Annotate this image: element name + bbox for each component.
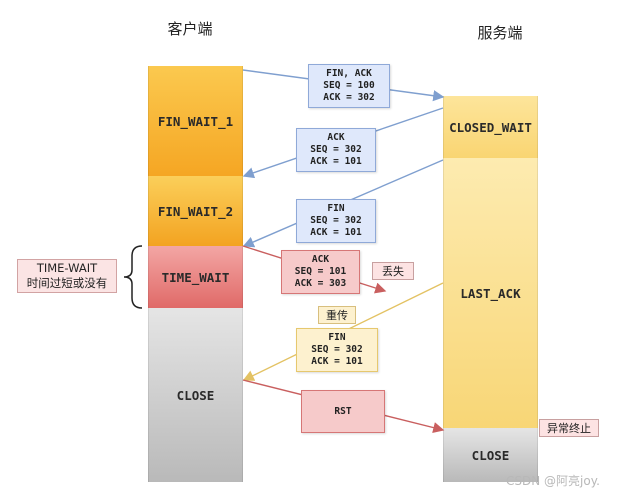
message-ack-1: ACK SEQ = 302 ACK = 101 — [296, 128, 376, 172]
server-state-last-ack-label: LAST_ACK — [460, 285, 521, 301]
message-fin-ack-line1: FIN, ACK — [326, 68, 372, 79]
message-ack-lost-line1: ACK — [311, 254, 330, 265]
time-wait-note: TIME-WAIT 时间过短或没有 — [17, 259, 117, 293]
client-state-time-wait-label: TIME_WAIT — [161, 269, 230, 285]
message-fin-1-line3: ACK = 101 — [310, 227, 362, 238]
message-fin-1-line2: SEQ = 302 — [310, 215, 362, 226]
message-ack-1-line3: ACK = 101 — [310, 156, 362, 167]
message-fin-retransmit-line1: FIN — [328, 332, 346, 343]
message-ack-1-line1: ACK — [327, 132, 345, 143]
message-fin-ack-line2: SEQ = 100 — [323, 80, 375, 91]
message-fin-retransmit-line3: ACK = 101 — [311, 356, 363, 367]
client-state-fin-wait-2-label: FIN_WAIT_2 — [157, 203, 234, 219]
server-state-close-label: CLOSE — [471, 447, 510, 463]
time-wait-note-line2: 时间过短或没有 — [26, 276, 108, 290]
message-fin-retransmit: FIN SEQ = 302 ACK = 101 — [296, 328, 378, 372]
time-wait-note-line1: TIME-WAIT — [36, 261, 98, 275]
client-state-fin-wait-1-label: FIN_WAIT_1 — [157, 113, 234, 129]
server-state-last-ack: LAST_ACK — [443, 158, 538, 428]
message-fin-1: FIN SEQ = 302 ACK = 101 — [296, 199, 376, 243]
watermark: CSDN @阿亮joy. — [506, 474, 600, 488]
message-ack-lost-line3: ACK = 303 — [294, 278, 347, 289]
lost-tag: 丢失 — [372, 262, 414, 280]
server-state-close: CLOSE — [443, 428, 538, 482]
message-fin-retransmit-line2: SEQ = 302 — [311, 344, 363, 355]
message-rst-line1: RST — [334, 405, 352, 417]
abnormal-end-tag: 异常终止 — [539, 419, 599, 437]
client-state-close-label: CLOSE — [176, 387, 215, 403]
server-state-closed-wait-label: CLOSED_WAIT — [449, 119, 532, 135]
message-fin-ack-line3: ACK = 302 — [323, 92, 375, 103]
message-fin-1-line1: FIN — [327, 203, 345, 214]
time-wait-brace — [123, 245, 143, 309]
client-state-fin-wait-1: FIN_WAIT_1 — [148, 66, 243, 176]
server-header: 服务端 — [477, 24, 523, 42]
client-state-time-wait: TIME_WAIT — [148, 246, 243, 308]
client-header: 客户端 — [167, 20, 213, 38]
server-state-closed-wait: CLOSED_WAIT — [443, 96, 538, 158]
message-ack-1-line2: SEQ = 302 — [310, 144, 362, 155]
message-ack-lost-line2: SEQ = 101 — [294, 266, 347, 277]
message-rst: RST — [301, 390, 385, 433]
retransmit-tag: 重传 — [318, 306, 356, 324]
message-ack-lost: ACK SEQ = 101 ACK = 303 — [281, 250, 360, 294]
client-state-close: CLOSE — [148, 308, 243, 482]
message-fin-ack: FIN, ACK SEQ = 100 ACK = 302 — [308, 64, 390, 108]
client-state-fin-wait-2: FIN_WAIT_2 — [148, 176, 243, 246]
